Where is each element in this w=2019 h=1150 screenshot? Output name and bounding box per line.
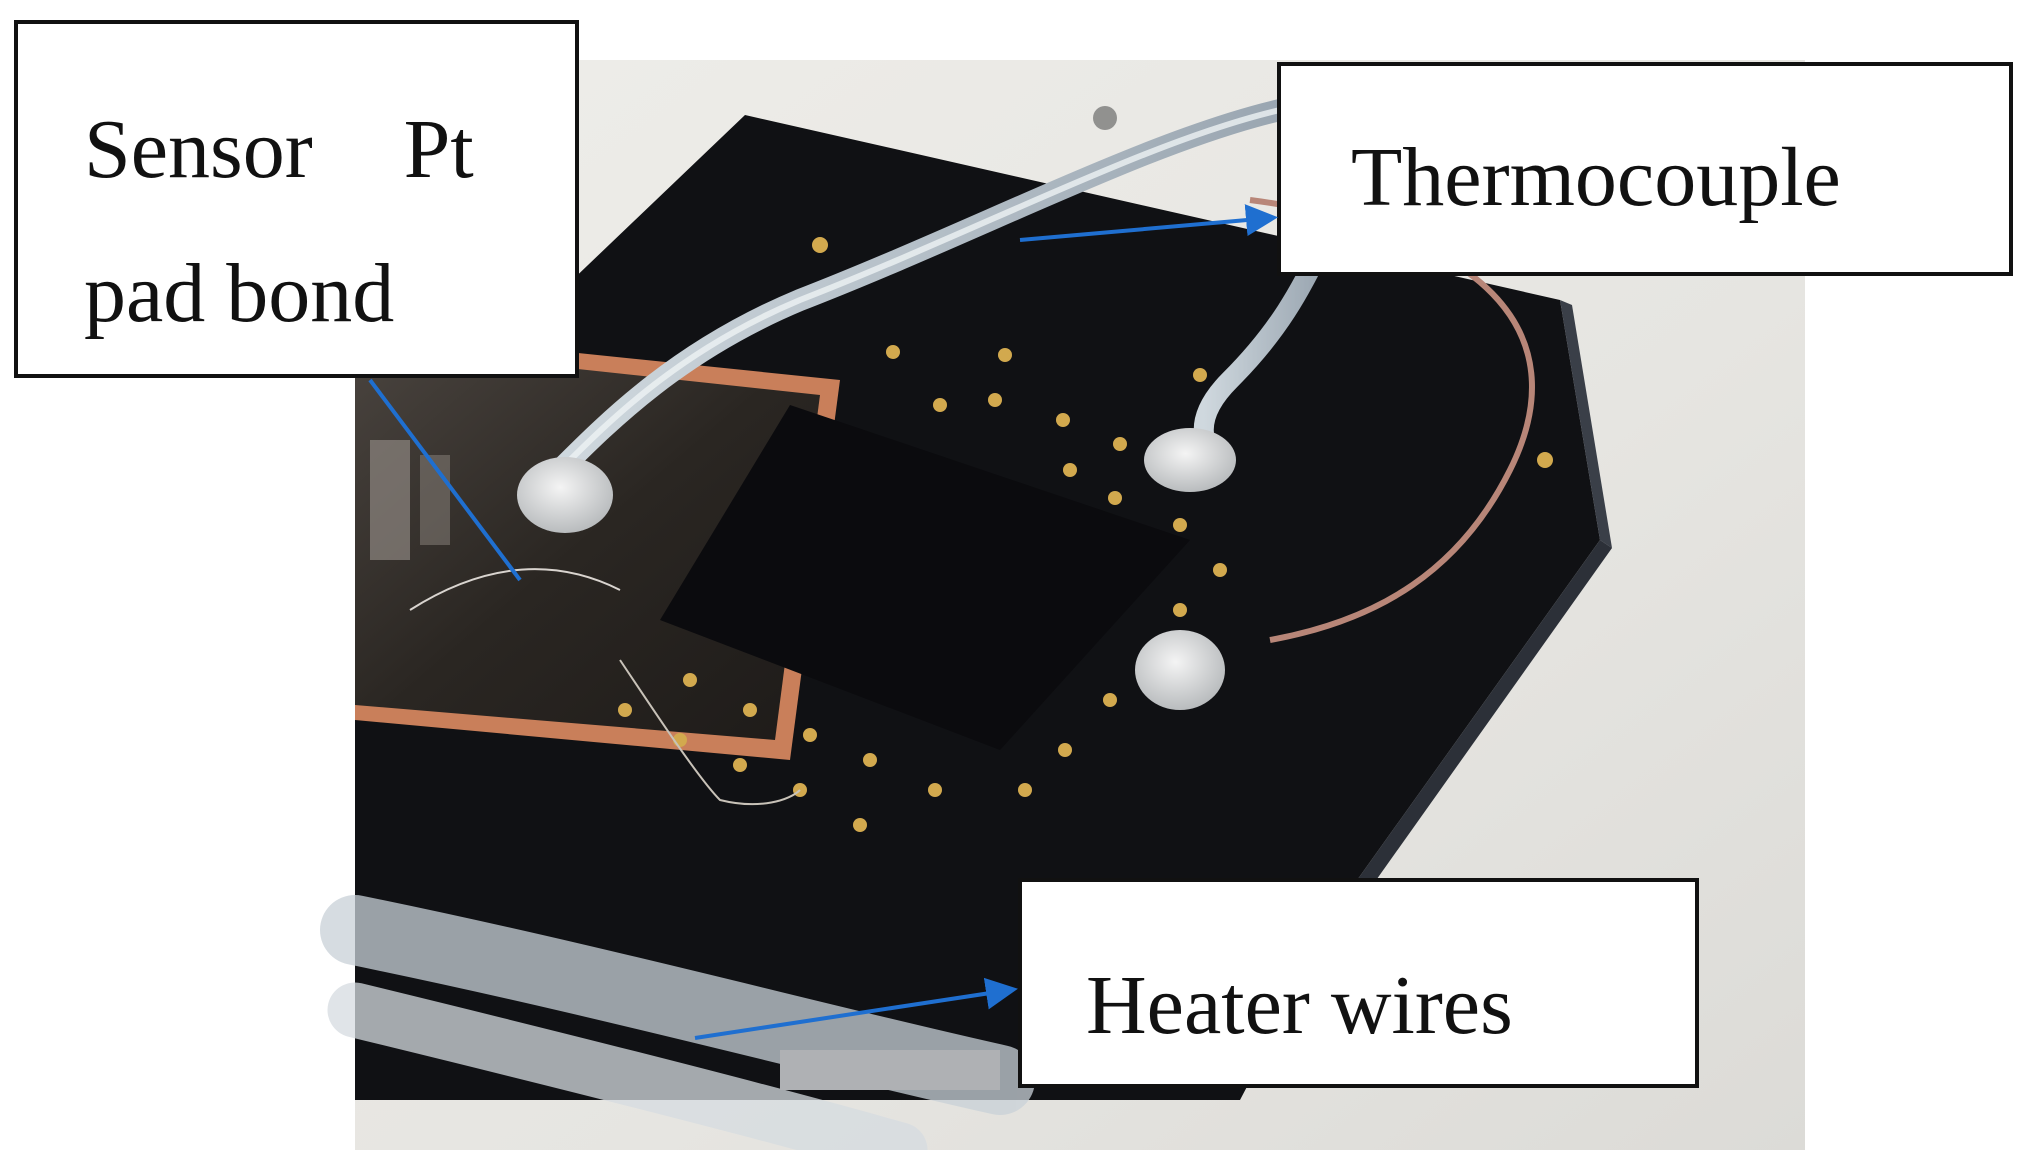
gold-pads xyxy=(618,237,1553,832)
sensor-pt-pad-bond-label: Sensor Pt pad bond xyxy=(14,20,579,378)
heater-label-text: Heater wires xyxy=(1086,959,1513,1052)
heater-wires-label: Heater wires xyxy=(1018,878,1699,1088)
bond-wire xyxy=(619,659,801,806)
background-speck xyxy=(1093,106,1117,130)
solder-blob-right-bottom xyxy=(1135,630,1225,710)
thermocouple-label-text: Thermocouple xyxy=(1351,131,1841,224)
sensor-label-line2: pad bond xyxy=(84,247,395,340)
redacted-area xyxy=(660,405,1190,750)
sensor-label-line1: Sensor Pt xyxy=(84,103,474,196)
thermocouple-label: Thermocouple xyxy=(1277,62,2013,276)
solder-blob-left xyxy=(517,457,613,533)
solder-blob-right-top xyxy=(1144,428,1236,492)
